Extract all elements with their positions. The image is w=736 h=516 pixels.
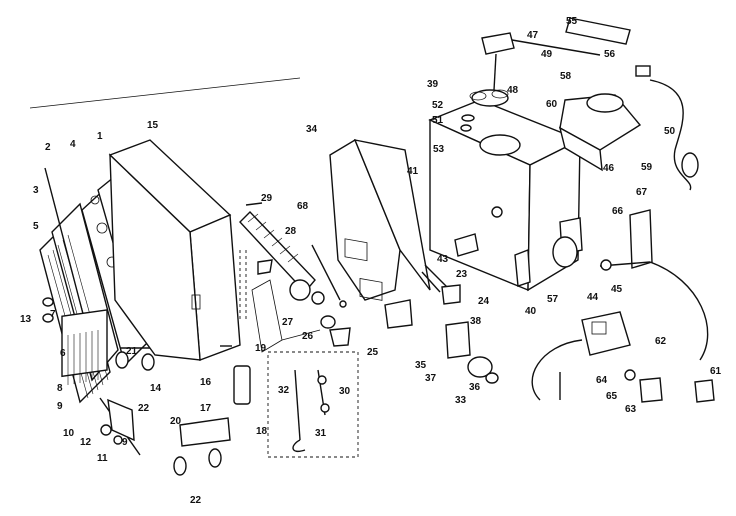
callout-24: 24 bbox=[478, 296, 490, 307]
callout-8: 8 bbox=[57, 383, 63, 394]
callout-51: 51 bbox=[432, 115, 444, 126]
part-16 bbox=[233, 365, 251, 405]
pilot-kit-box bbox=[267, 351, 359, 458]
callout-22b: 22 bbox=[190, 495, 202, 506]
callout-47: 47 bbox=[527, 30, 539, 41]
callout-19: 19 bbox=[255, 343, 267, 354]
vent-hood bbox=[558, 93, 642, 172]
burner-grill bbox=[61, 309, 108, 378]
bracket-61 bbox=[694, 379, 715, 403]
burner-assembly bbox=[239, 202, 351, 353]
callout-10: 10 bbox=[63, 428, 75, 439]
callout-56: 56 bbox=[604, 49, 616, 60]
cabinet-15 bbox=[108, 139, 247, 361]
callout-36: 36 bbox=[469, 382, 481, 393]
callout-66: 66 bbox=[612, 206, 624, 217]
callout-44: 44 bbox=[587, 292, 599, 303]
part-36 bbox=[485, 372, 499, 384]
callout-53: 53 bbox=[433, 144, 445, 155]
burner-tube bbox=[239, 210, 316, 294]
callout-5: 5 bbox=[33, 221, 39, 232]
switch-55 bbox=[565, 17, 631, 45]
plate-35 bbox=[445, 321, 471, 359]
callout-38: 38 bbox=[470, 316, 482, 327]
control-housing bbox=[428, 99, 582, 292]
callout-40: 40 bbox=[525, 306, 537, 317]
callout-14: 14 bbox=[150, 383, 162, 394]
callout-7: 7 bbox=[50, 309, 56, 320]
callout-4: 4 bbox=[70, 139, 76, 150]
callout-15: 15 bbox=[147, 120, 159, 131]
callout-16: 16 bbox=[200, 377, 212, 388]
callout-50: 50 bbox=[664, 126, 676, 137]
callout-39: 39 bbox=[427, 79, 439, 90]
callout-28: 28 bbox=[285, 226, 297, 237]
part-37 bbox=[467, 356, 493, 378]
spring-23 bbox=[421, 271, 441, 293]
callout-18: 18 bbox=[256, 426, 268, 437]
callout-60: 60 bbox=[546, 99, 558, 110]
callout-48: 48 bbox=[507, 85, 519, 96]
callout-31: 31 bbox=[315, 428, 327, 439]
callout-68: 68 bbox=[297, 201, 309, 212]
bracket-8 bbox=[107, 398, 135, 442]
callout-45: 45 bbox=[611, 284, 623, 295]
callout-59: 59 bbox=[641, 162, 653, 173]
callout-30: 30 bbox=[339, 386, 351, 397]
callout-13: 13 bbox=[20, 314, 32, 325]
callout-37: 37 bbox=[425, 373, 437, 384]
callout-23: 23 bbox=[456, 269, 468, 280]
callout-6: 6 bbox=[60, 348, 66, 359]
callout-64: 64 bbox=[596, 375, 608, 386]
callout-58: 58 bbox=[560, 71, 572, 82]
callout-9b: 9 bbox=[122, 437, 128, 448]
callout-3: 3 bbox=[33, 185, 39, 196]
callout-1: 1 bbox=[97, 131, 103, 142]
callout-41: 41 bbox=[407, 166, 419, 177]
callout-25: 25 bbox=[367, 347, 379, 358]
callout-55: 55 bbox=[566, 16, 578, 27]
callout-29: 29 bbox=[261, 193, 273, 204]
fan-motor-47 bbox=[481, 32, 515, 55]
callout-17: 17 bbox=[200, 403, 212, 414]
bracket-20 bbox=[179, 417, 231, 447]
callout-22a: 22 bbox=[138, 403, 150, 414]
callout-62: 62 bbox=[655, 336, 667, 347]
callout-57: 57 bbox=[547, 294, 559, 305]
callout-12: 12 bbox=[80, 437, 92, 448]
callout-43: 43 bbox=[437, 254, 449, 265]
callout-32: 32 bbox=[278, 385, 290, 396]
part-44 bbox=[552, 236, 578, 268]
heat-exchanger-34 bbox=[329, 138, 451, 329]
callout-33: 33 bbox=[455, 395, 467, 406]
callout-67: 67 bbox=[636, 187, 648, 198]
callout-26: 26 bbox=[302, 331, 314, 342]
callout-11: 11 bbox=[97, 453, 108, 464]
part-24 bbox=[441, 284, 461, 305]
fan-assembly bbox=[469, 17, 699, 191]
callout-27: 27 bbox=[282, 317, 294, 328]
callout-65: 65 bbox=[606, 391, 618, 402]
callout-20: 20 bbox=[170, 416, 182, 427]
callout-46: 46 bbox=[603, 163, 615, 174]
reference-line bbox=[29, 77, 301, 109]
callout-49: 49 bbox=[541, 49, 553, 60]
callout-63: 63 bbox=[625, 404, 637, 415]
callout-9a: 9 bbox=[57, 401, 63, 412]
callout-2: 2 bbox=[45, 142, 51, 153]
callout-34: 34 bbox=[306, 124, 318, 135]
callout-35: 35 bbox=[415, 360, 427, 371]
callout-52: 52 bbox=[432, 100, 444, 111]
gas-control-parts bbox=[531, 209, 715, 403]
callout-21: 21 bbox=[126, 346, 138, 357]
callout-61: 61 bbox=[710, 366, 722, 377]
fitting-63 bbox=[639, 377, 663, 403]
